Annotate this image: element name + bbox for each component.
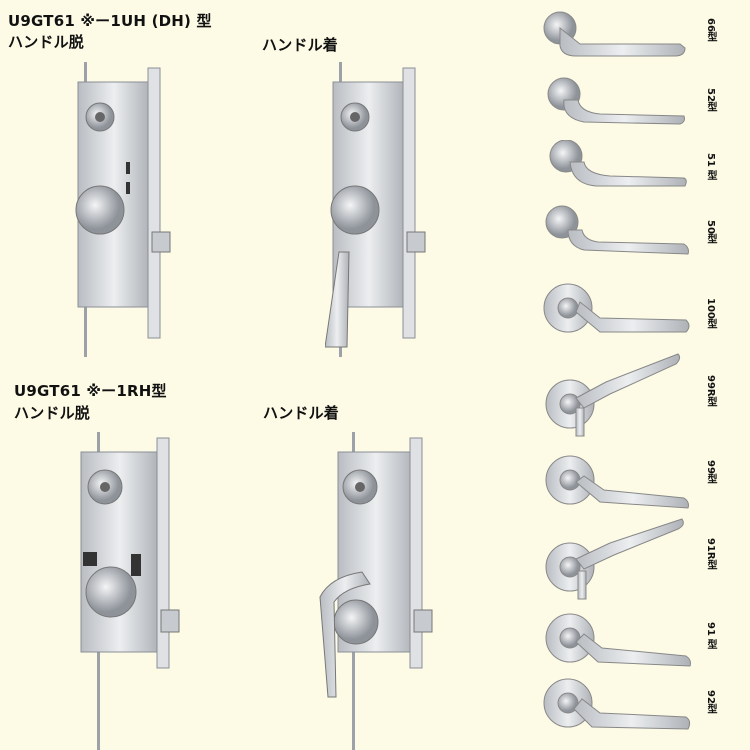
- handle-91r-icon: [545, 518, 684, 600]
- handle-100-icon: [543, 283, 690, 333]
- model-title-2: U9GT61 ※ー1RH型: [14, 382, 167, 400]
- handle-99r-label: 99R型: [705, 375, 716, 407]
- lock-body-dh-handle-removed: [75, 62, 171, 357]
- handle-66-icon: [543, 11, 686, 57]
- model-title-1: U9GT61 ※ー1UH (DH) 型: [8, 12, 212, 30]
- handle-91-label: 91 型: [705, 622, 716, 650]
- handle-66-label: 66型: [705, 18, 716, 42]
- handle-92-label: 92型: [705, 690, 716, 714]
- handle-removed-label-2: ハンドル脱: [14, 404, 91, 422]
- lock-body-dh-handle-attached: [325, 62, 426, 357]
- handle-91-icon: [545, 613, 691, 667]
- handle-99-icon: [545, 455, 689, 509]
- handle-50-icon: [545, 205, 689, 255]
- handle-52-icon: [547, 77, 685, 125]
- handle-99r-icon: [545, 353, 681, 437]
- handle-attached-label-2: ハンドル着: [263, 404, 340, 422]
- handle-51-icon: [549, 140, 687, 187]
- handle-attached-label-1: ハンドル着: [262, 36, 339, 54]
- handle-52-label: 52型: [705, 88, 716, 112]
- handle-50-label: 50型: [705, 220, 716, 244]
- handle-100-label: 100型: [705, 298, 716, 329]
- handle-92-icon: [543, 678, 691, 730]
- handle-99-label: 99型: [705, 460, 716, 484]
- lock-body-rh-handle-attached: [319, 432, 433, 750]
- handle-51-label: 51 型: [705, 153, 716, 181]
- handle-removed-label-1: ハンドル脱: [8, 33, 85, 51]
- lock-body-rh-handle-removed: [80, 432, 180, 750]
- handle-91r-label: 91R型: [705, 538, 716, 570]
